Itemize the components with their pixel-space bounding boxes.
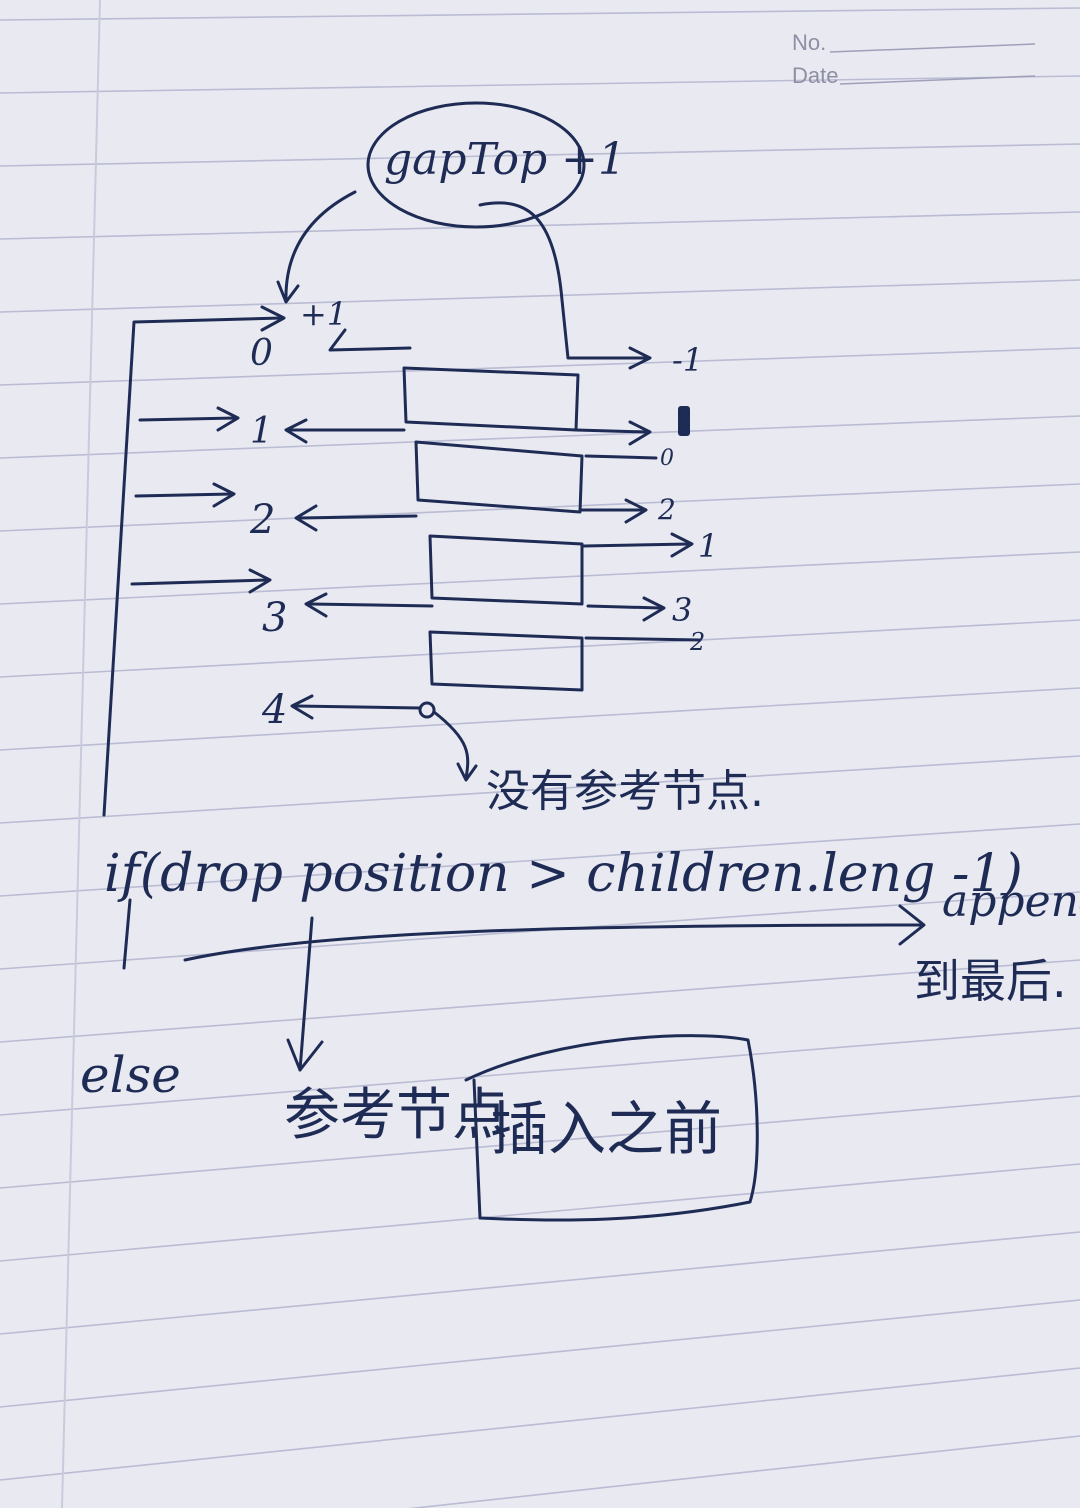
insert-before-box <box>464 1034 759 1222</box>
else-text: else <box>80 1046 181 1104</box>
ruled-line <box>0 415 1080 459</box>
arrow-to-note <box>432 710 470 780</box>
left-label-3: 3 <box>262 595 288 641</box>
gaptop-circle <box>366 101 586 229</box>
child-node-box-1 <box>402 366 580 432</box>
arrow-out-1-head <box>628 420 652 446</box>
child-node-box-4 <box>428 630 584 692</box>
no-label: No. <box>792 30 827 55</box>
child-node-box-3 <box>428 534 584 606</box>
condition-code: if(drop position > children.leng -1) <box>104 844 1023 904</box>
date-field-line <box>839 75 1036 85</box>
ruled-line <box>0 1231 1080 1335</box>
arrow-down-else-head <box>286 1038 324 1072</box>
right-label-neg1: -1 <box>672 341 704 379</box>
arrow-back-2 <box>298 514 418 520</box>
ruled-line <box>0 211 1080 240</box>
gaptop-label: gapTop +1 <box>384 134 626 185</box>
arrow-out-1b <box>582 542 692 548</box>
ink-mark <box>678 406 690 436</box>
ruled-line <box>0 143 1080 167</box>
margin-line <box>61 0 101 1508</box>
arrow-back-2-head <box>294 504 318 532</box>
date-label: Date <box>792 63 839 88</box>
right-label-2b: 2 <box>690 628 706 656</box>
no-reference-note: 没有参考节点. <box>486 766 764 817</box>
arrow-gaptop-to-neg1 <box>478 201 650 360</box>
arrow-in-3-head <box>248 568 272 594</box>
arrow-in-1-head <box>216 406 240 432</box>
right-label-0: 0 <box>660 446 674 471</box>
ruled-line <box>0 75 1080 94</box>
ruled-line <box>0 1163 1080 1262</box>
outer-bracket <box>102 316 284 817</box>
arrow-in-2 <box>134 492 234 498</box>
arrow-down-else <box>298 916 314 1072</box>
arrow-back-1-head <box>284 418 308 444</box>
arrow-gaptop-to-0 <box>284 190 357 302</box>
ruled-line <box>0 347 1080 386</box>
arrow-out-3-head <box>642 596 666 622</box>
ruled-line <box>0 1367 1080 1481</box>
child-node-box-2 <box>414 440 584 514</box>
append-subtext: 到最后. <box>914 954 1067 1008</box>
right-label-2: 2 <box>658 493 676 526</box>
arrow-back-4 <box>294 704 422 710</box>
arrow-out-1b-head <box>670 532 694 558</box>
insert-before-text: 插入之前 <box>490 1095 723 1163</box>
arrow-to-append-head <box>898 904 926 946</box>
ruled-line <box>0 1299 1080 1408</box>
arrow-in-1 <box>138 416 238 422</box>
arrow-back-3-head <box>304 592 328 618</box>
arrow-in-2-head <box>212 482 236 508</box>
ruled-line <box>0 279 1080 313</box>
arrow-gaptop-to-neg1-head <box>628 346 652 370</box>
reference-node-text: 参考节点 <box>284 1083 508 1148</box>
left-label-1: 1 <box>250 411 273 452</box>
left-label-4: 4 <box>262 687 288 733</box>
ruled-line <box>0 755 1080 824</box>
ruled-line <box>0 619 1080 678</box>
if-bracket <box>122 898 132 970</box>
ruled-line <box>0 823 1080 897</box>
arrow-gaptop-to-0-head <box>276 280 300 304</box>
arrow-back-4-head <box>290 694 314 720</box>
arrow-out-0 <box>584 454 658 460</box>
ruled-line <box>0 959 1080 1043</box>
arrow-to-append <box>183 923 922 962</box>
right-label-1: 1 <box>698 527 719 565</box>
arrow-out-2b <box>584 636 702 642</box>
left-label-0: 0 <box>250 333 273 374</box>
ruled-line <box>0 7 1080 21</box>
arrow-back-0 <box>328 328 412 352</box>
ruled-line <box>0 1095 1080 1189</box>
ruled-line <box>0 551 1080 605</box>
end-node-circle <box>418 701 436 719</box>
arrow-out-2-head <box>624 498 648 524</box>
ruled-line <box>0 687 1080 751</box>
arrow-in-3 <box>130 578 270 586</box>
arrow-to-note-head <box>456 762 478 782</box>
bracket-arrow-head <box>260 305 286 332</box>
left-label-plus-one: +1 <box>300 295 348 333</box>
append-text: append <box>942 876 1080 927</box>
arrow-out-1 <box>574 428 648 434</box>
ruled-line <box>0 1027 1080 1116</box>
no-field-line <box>829 43 1036 53</box>
arrow-out-3 <box>586 604 662 610</box>
ruled-line <box>0 483 1080 532</box>
arrow-back-3 <box>308 602 434 608</box>
ruled-line <box>407 1435 1080 1508</box>
right-label-3: 3 <box>672 591 693 629</box>
ruled-lines <box>0 7 1080 1508</box>
left-label-2: 2 <box>250 497 276 543</box>
